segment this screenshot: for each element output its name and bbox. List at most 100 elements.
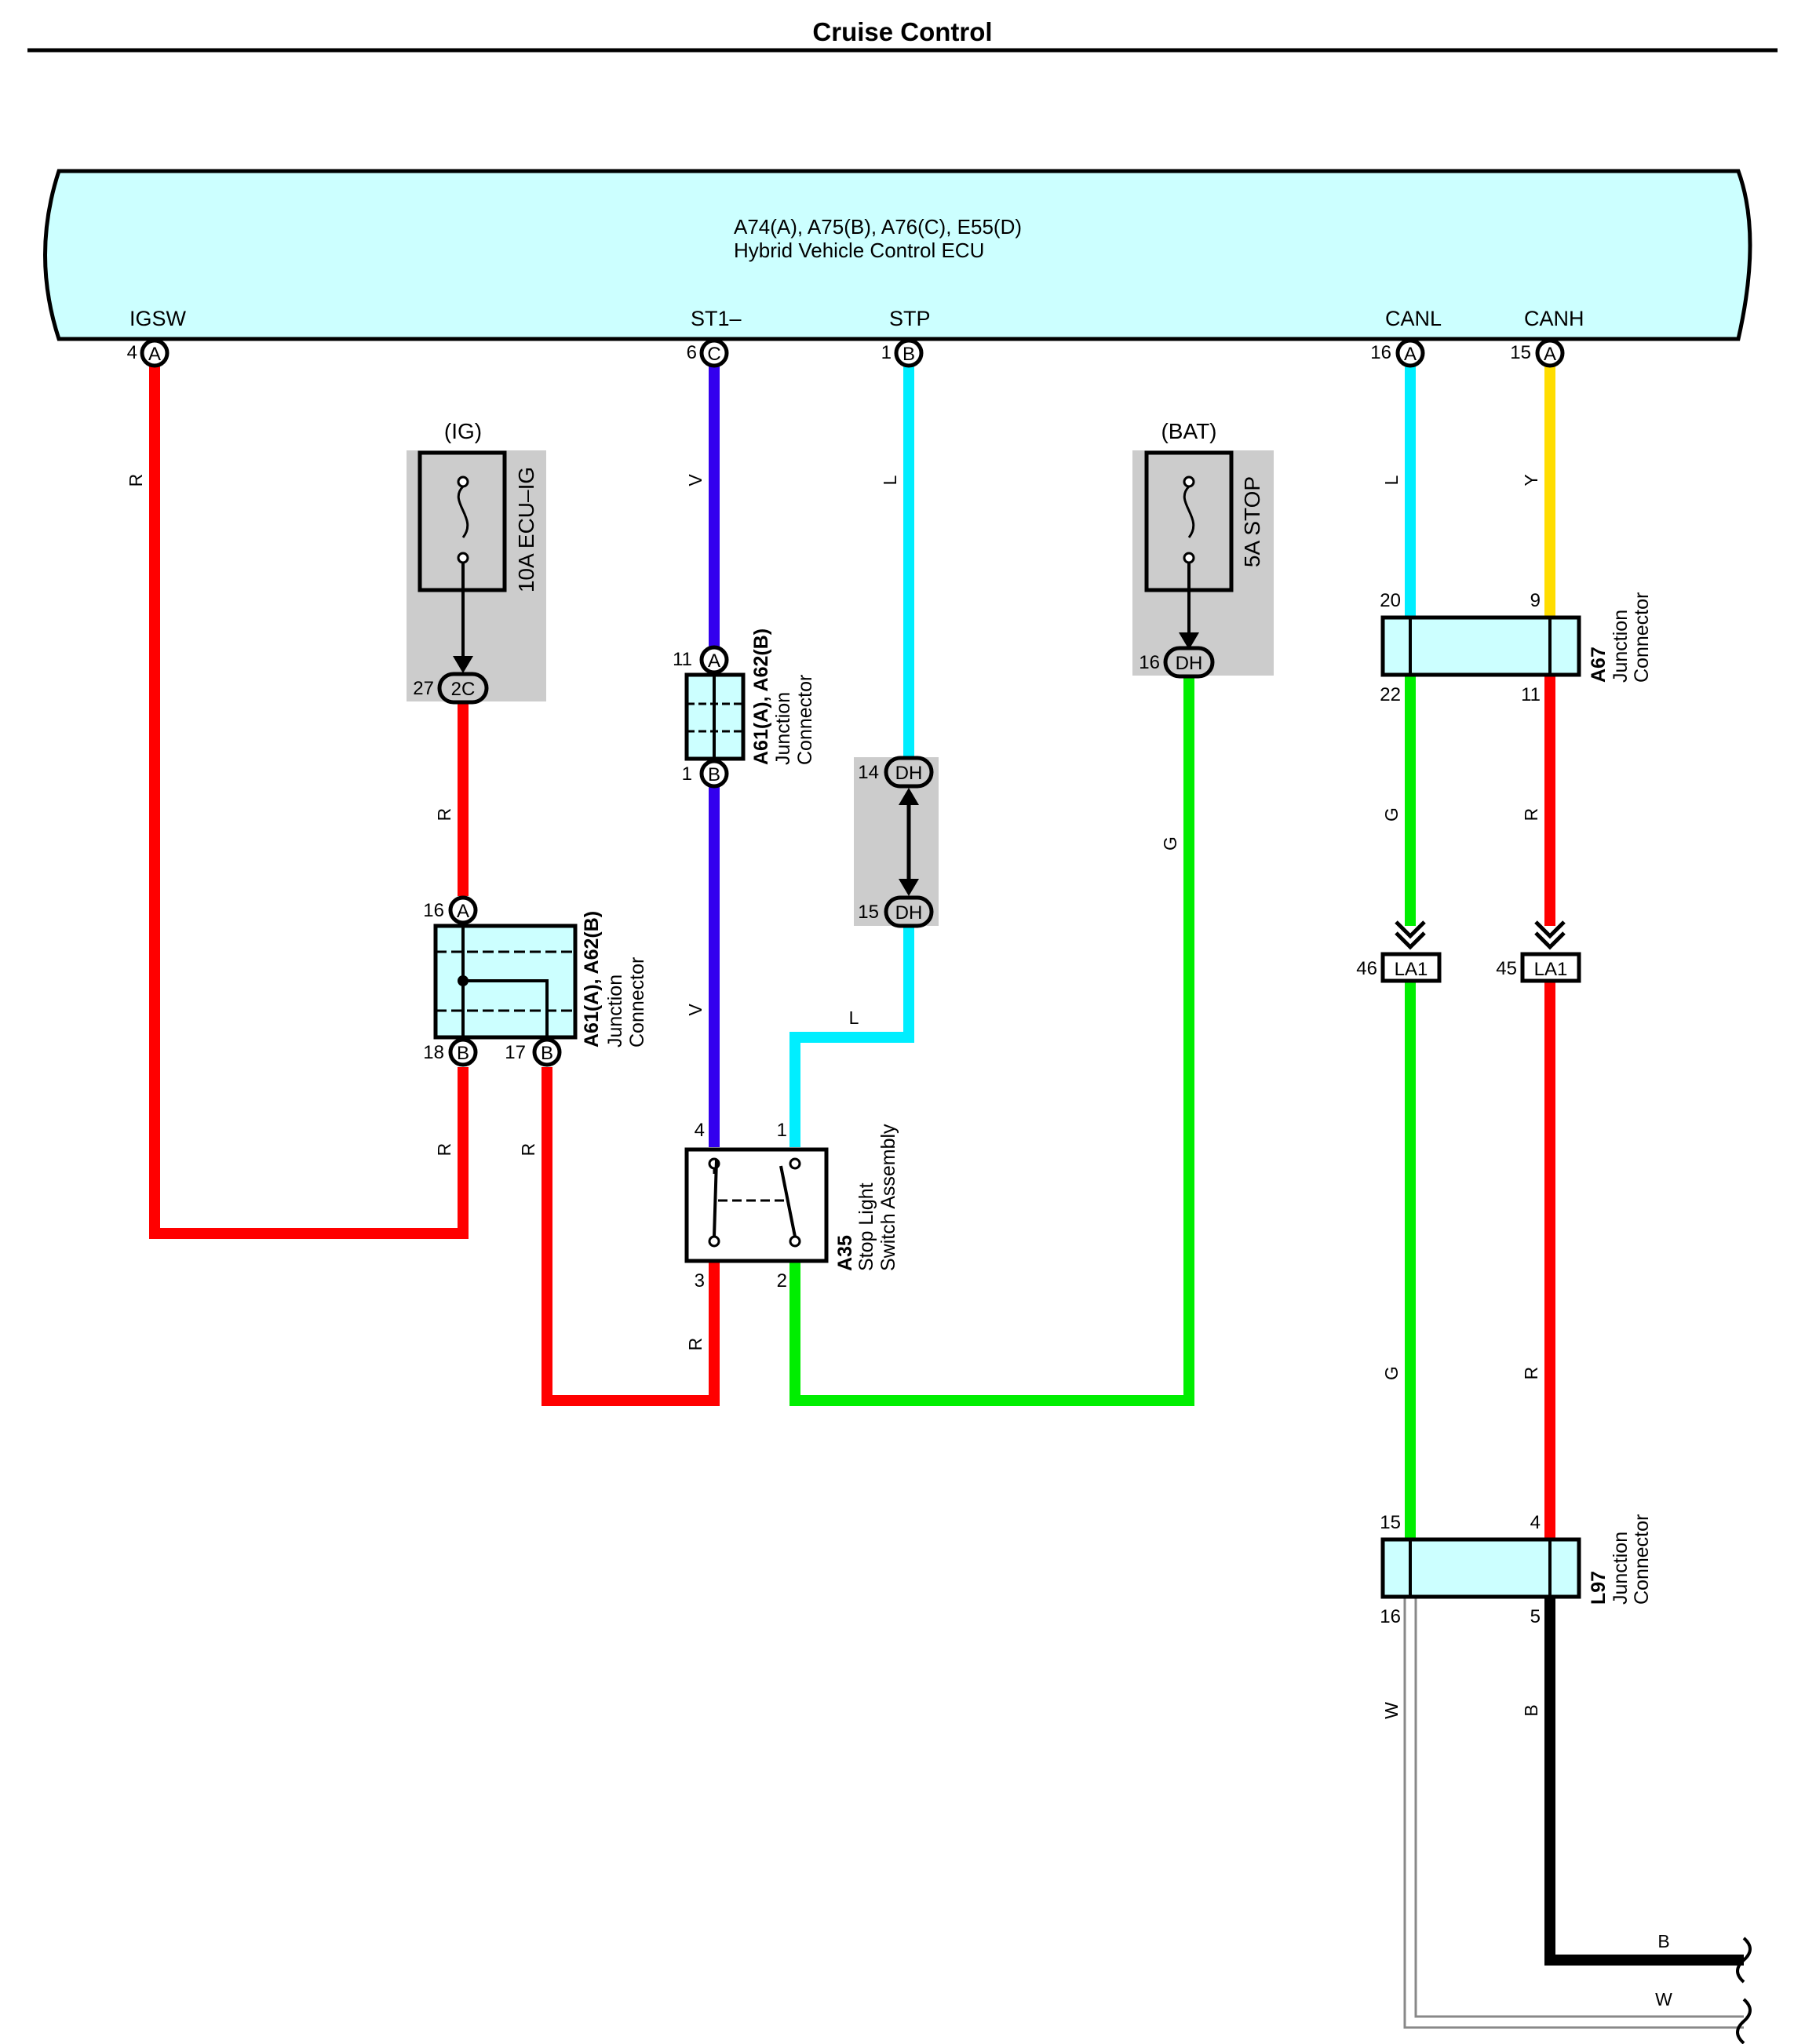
junction-id: L97 <box>1588 1571 1610 1605</box>
junction-label: Junction <box>1610 1532 1632 1605</box>
switch-label: Switch Assembly <box>877 1124 899 1271</box>
ecu-connectors: A74(A), A75(B), A76(C), E55(D) <box>734 215 1022 239</box>
wire-label: B <box>1521 1704 1541 1716</box>
connector-la1-right: 45 LA1 <box>1496 920 1581 983</box>
connector-letter: A <box>708 650 720 672</box>
pin-number: 3 <box>695 1270 705 1292</box>
fuse-stop: (BAT) 5A STOP 16 DH <box>1139 419 1264 679</box>
fuse-ig-name: 10A ECU–IG <box>514 467 538 592</box>
connector-letter: A <box>1404 344 1417 365</box>
wire-shield-black <box>1544 1597 1744 1966</box>
wire-label: V <box>685 474 706 486</box>
pin-number: 45 <box>1496 958 1517 979</box>
connector-letter: A <box>148 344 161 365</box>
fuse-bat-area <box>1132 450 1274 676</box>
wire-break-mark-b <box>1736 1937 1752 1984</box>
wire-label: R <box>518 1143 538 1157</box>
connector-la1-left: 46 LA1 <box>1356 920 1442 983</box>
pin-number: 27 <box>413 678 434 699</box>
fuse-bat-name: 5A STOP <box>1240 476 1264 567</box>
stop-light-switch: 4 1 3 2 A35 Stop Light Switch Assembly <box>684 1120 899 1292</box>
fuse-ecu-ig: (IG) 10A ECU–IG 27 2C <box>413 419 538 705</box>
terminal-canh-label: CANH <box>1524 307 1584 330</box>
wire-label: R <box>434 808 454 822</box>
connector-letter: B <box>902 344 915 365</box>
pin-number: 20 <box>1380 590 1401 611</box>
connector-letter: A <box>457 901 469 922</box>
pin-number: 16 <box>1380 1606 1401 1627</box>
terminal-stp-label: STP <box>889 307 931 330</box>
wire-shield-white-inner <box>1414 1597 1744 2018</box>
terminal-canl-label: CANL <box>1385 307 1442 330</box>
switch-id: A35 <box>834 1235 856 1271</box>
connector-chevron-icon <box>1395 920 1426 950</box>
wire-shield-white-outer <box>1403 1597 1744 2029</box>
junction-connector-left: 16 A 18 B 17 B A61(A), A62(B) Junction C… <box>423 895 648 1067</box>
junction-label: Junction <box>772 692 794 765</box>
pin-number: 16 <box>1139 652 1160 673</box>
wire-label: R <box>1521 1367 1541 1380</box>
pin-number: 15 <box>858 902 879 923</box>
connector-letter: B <box>457 1043 469 1064</box>
fuse-bat-source: (BAT) <box>1161 419 1216 443</box>
ecu-pin-stp: 1 B <box>881 338 924 368</box>
pin-number: 9 <box>1530 590 1541 611</box>
pin-number: 5 <box>1530 1606 1541 1627</box>
pin-number: 4 <box>127 342 137 363</box>
pin-number: 1 <box>881 342 892 363</box>
pin-number: 4 <box>1530 1512 1541 1533</box>
fuse-element-icon <box>1183 485 1195 538</box>
ecu-pin-st1: 6 C <box>687 338 729 368</box>
terminal-st1-label: ST1– <box>691 307 742 330</box>
junction-label: Connector <box>1631 592 1653 683</box>
pin-number: 17 <box>505 1042 526 1063</box>
connector-letter: DH <box>895 763 923 784</box>
switch-label: Stop Light <box>855 1182 877 1271</box>
pin-number: 15 <box>1380 1512 1401 1533</box>
ecu-pin-igsw: 4 A <box>127 338 170 368</box>
wire-break-mark-w <box>1736 1998 1752 2044</box>
pin-number: 16 <box>423 900 444 921</box>
pin-number: 1 <box>682 763 692 785</box>
junction-label: Junction <box>604 975 626 1048</box>
fuse-element-icon <box>457 485 469 538</box>
pin-number: 2 <box>777 1270 787 1292</box>
arrow-down-icon <box>453 656 473 673</box>
wire-label: W <box>1381 1702 1402 1719</box>
connector-chevron-icon <box>1534 920 1566 950</box>
pin-number: 14 <box>858 762 879 783</box>
junction-label: Connector <box>1631 1514 1653 1605</box>
connector-letter: DH <box>1176 653 1203 674</box>
hybrid-ecu-block: A74(A), A75(B), A76(C), E55(D) Hybrid Ve… <box>43 169 1752 341</box>
wire-label: R <box>434 1143 454 1157</box>
wire-label: R <box>1521 808 1541 822</box>
wire-label: G <box>1381 1366 1402 1380</box>
connector-letter: B <box>541 1043 553 1064</box>
wire-label: G <box>1381 807 1402 822</box>
pin-number: 22 <box>1380 684 1401 705</box>
junction-label: Connector <box>794 675 816 765</box>
wire-stop-green <box>789 676 1194 1406</box>
wire-junction-to-switch-red <box>542 1067 720 1406</box>
pin-number: 18 <box>423 1042 444 1063</box>
wire-label: Y <box>1521 474 1541 486</box>
connector-letter: 2C <box>451 679 476 700</box>
connector-letter: B <box>708 764 720 785</box>
pin-number: 15 <box>1510 342 1531 363</box>
pin-number: 6 <box>687 342 697 363</box>
wire-label: L <box>1381 475 1402 485</box>
junction-label: Connector <box>626 957 648 1048</box>
pin-number: 46 <box>1356 958 1377 979</box>
connector-letter: LA1 <box>1534 959 1568 980</box>
junction-id: A61(A), A62(B) <box>581 911 603 1048</box>
wire-igsw-red <box>149 363 469 1239</box>
arrow-down-icon <box>1179 632 1199 650</box>
connector-letter: A <box>1544 344 1556 365</box>
pin-number: 16 <box>1370 342 1391 363</box>
pin-number: 11 <box>673 649 692 670</box>
wire-label: R <box>685 1338 706 1351</box>
arrow-down-icon <box>899 879 919 896</box>
connector-letter: C <box>707 344 720 365</box>
wire-label: B <box>1657 1931 1669 1951</box>
